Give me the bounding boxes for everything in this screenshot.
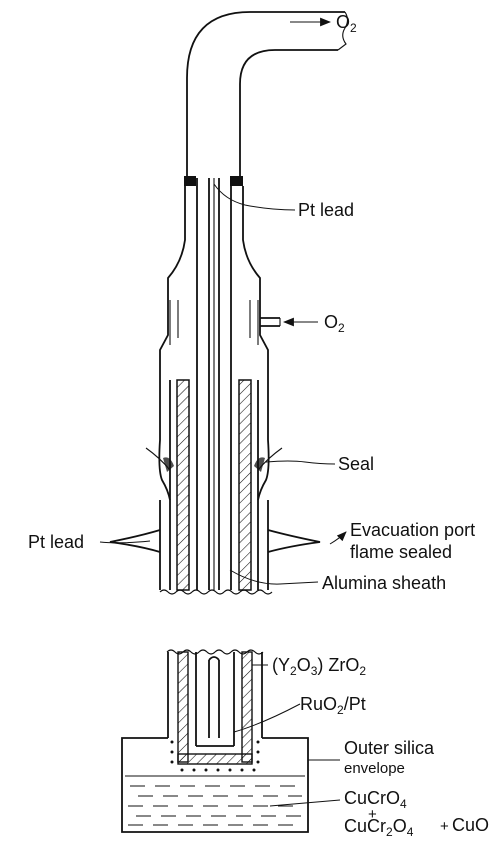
pt-lead-top-line — [213, 183, 296, 211]
outer-silica-envelope — [121, 737, 340, 833]
pt-lead-left-label: Pt lead — [28, 532, 85, 552]
pt-lead-top-label: Pt lead — [298, 200, 355, 220]
ruo2-electrode — [170, 740, 260, 772]
glass-envelope-upper — [159, 186, 269, 380]
cucr2o4-label: CuCr2O4 — [344, 816, 414, 839]
top-joint — [184, 176, 243, 186]
seal-label: Seal — [338, 454, 375, 474]
alumina-sheath-line — [229, 569, 319, 585]
zirconia-tube-lower — [167, 651, 268, 765]
pt-lead-left-line — [99, 540, 151, 544]
zirconia-tube-upper — [169, 379, 259, 591]
ruo2-line — [233, 703, 301, 733]
evacuation-port-label-2: flame sealed — [350, 542, 453, 562]
powder-fill — [125, 775, 305, 826]
inner-tubes — [196, 178, 232, 590]
mixture-line — [269, 799, 341, 807]
glass-envelope-lower — [109, 500, 347, 590]
outer-silica-label-1: Outer silica — [344, 738, 435, 758]
o2-top-label: O2 — [336, 12, 357, 35]
o2-inlet-bend — [186, 11, 349, 178]
cucro4-label: CuCrO4 — [344, 788, 407, 811]
alumina-sheath-label: Alumina sheath — [322, 573, 447, 593]
zirconia-label: (Y2O3) ZrO2 — [272, 655, 367, 678]
o2-side-inlet — [260, 317, 318, 327]
plus-sign-1: + — [368, 806, 377, 823]
plus-sign-2: + — [440, 818, 449, 835]
outer-silica-label-2: envelope — [344, 760, 405, 777]
cuo-label: CuO — [452, 815, 490, 835]
seal-joint — [145, 380, 336, 501]
o2-side-label: O2 — [324, 312, 345, 335]
ruo2-pt-label: RuO2/Pt — [300, 694, 366, 717]
break-line-upper — [159, 589, 273, 595]
evacuation-port-label-1: Evacuation port — [350, 520, 476, 540]
